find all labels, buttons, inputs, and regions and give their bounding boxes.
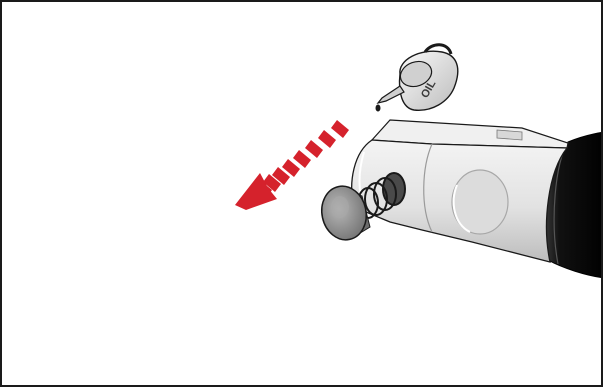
oil-can-icon: OIL — [376, 45, 458, 112]
